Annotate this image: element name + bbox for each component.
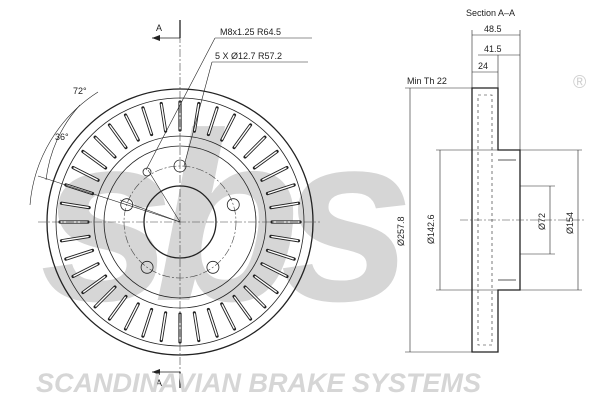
bolt-holes-spec-label: 5 X Ø12.7 R57.2 xyxy=(215,51,282,61)
section-marker-bottom-label: A xyxy=(156,378,162,388)
bolt-hole xyxy=(140,260,154,274)
vent-slot-inner xyxy=(271,202,299,209)
angle-72-label: 72° xyxy=(73,86,87,96)
vent-slot-inner xyxy=(95,137,115,157)
vent-slot-inner xyxy=(73,263,98,277)
vent-slot-inner xyxy=(83,151,106,169)
vent-slot-inner xyxy=(125,304,139,329)
vent-slot-inner xyxy=(142,309,152,336)
section-marker-bottom: A xyxy=(152,369,181,388)
company-name-watermark: SCANDINAVIAN BRAKE SYSTEMS xyxy=(36,368,481,398)
vent-slot-inner xyxy=(95,287,115,307)
angle-arc-36 xyxy=(45,104,81,181)
vent-slot-inner xyxy=(61,202,89,209)
vent-slot-inner xyxy=(262,167,287,181)
vent-slot-inner xyxy=(221,115,235,140)
vent-slot-inner xyxy=(83,275,106,293)
vent-slot-inner xyxy=(208,309,218,336)
min-thickness-label: Min Th 22 xyxy=(407,76,447,86)
vent-slot-inner xyxy=(233,125,251,148)
thread-spec-label: M8x1.25 R64.5 xyxy=(220,27,281,37)
section-title: Section A–A xyxy=(466,8,515,18)
vent-slot-inner xyxy=(233,296,251,319)
sbs-watermark: sbs xyxy=(40,83,426,351)
vent-slot-inner xyxy=(125,115,139,140)
bolt-hole xyxy=(206,260,220,274)
watermark-logo-text: sbs xyxy=(40,83,406,351)
vent-slot-inner xyxy=(160,103,167,131)
vent-slot-inner xyxy=(271,235,299,242)
front-view: 72° 36° xyxy=(29,35,320,380)
bolt-holes-callout: 5 X Ø12.7 R57.2 xyxy=(183,51,308,167)
vent-slot-inner xyxy=(267,250,294,260)
angle-arc-72 xyxy=(29,91,99,206)
vent-slot-inner xyxy=(73,167,98,181)
vent-slot-inner xyxy=(254,275,277,293)
dim-257-8-label: Ø257.8 xyxy=(396,216,406,246)
vent-slot-inner xyxy=(193,103,200,131)
vent-slot-inner xyxy=(142,108,152,135)
vent-slot-inner xyxy=(262,263,287,277)
dim-154-label: Ø154 xyxy=(565,212,575,234)
angle-line-inner xyxy=(119,199,181,223)
vent-slot-inner xyxy=(66,250,93,260)
section-view: Section A–A 48.5 41.5 24 Min Th 22 Ø257.… xyxy=(396,8,585,353)
vent-slot-inner xyxy=(221,304,235,329)
vent-slot-inner xyxy=(254,151,277,169)
thread-callout: M8x1.25 R64.5 xyxy=(145,27,312,171)
thread-hole-line xyxy=(147,169,181,223)
dim-48-5-label: 48.5 xyxy=(484,24,502,34)
vent-slot-inner xyxy=(208,108,218,135)
dim-72-label: Ø72 xyxy=(537,213,547,230)
vent-slot-inner xyxy=(109,296,127,319)
dim-24-label: 24 xyxy=(478,61,488,71)
dim-142-6-label: Ø142.6 xyxy=(426,214,436,244)
section-marker-top-label: A xyxy=(156,23,162,33)
vent-slot-inner xyxy=(245,287,265,307)
vent-slot-inner xyxy=(267,184,294,194)
vent-slot-inner xyxy=(193,313,200,341)
vent-slot-inner xyxy=(160,313,167,341)
vent-slot-inner xyxy=(109,125,127,148)
dim-41-5-label: 41.5 xyxy=(484,44,502,54)
registered-mark: ® xyxy=(573,72,586,92)
bolt-hole xyxy=(226,198,240,212)
section-marker-top: A xyxy=(152,20,181,41)
vent-slot-inner xyxy=(61,235,89,242)
vent-slot-inner xyxy=(245,137,265,157)
angle-line-outer xyxy=(37,175,181,223)
angle-36-label: 36° xyxy=(55,132,69,142)
